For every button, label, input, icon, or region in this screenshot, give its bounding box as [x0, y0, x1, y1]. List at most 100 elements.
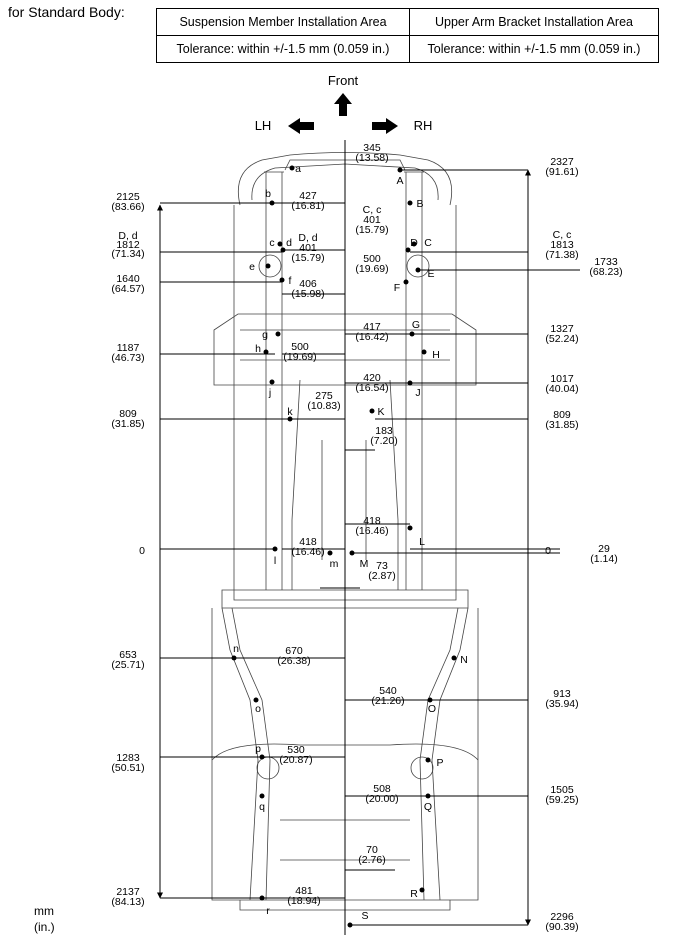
- right-axis-in: (40.04): [545, 383, 578, 395]
- point-label-rh: K: [377, 406, 384, 418]
- right-axis-mm: 1813: [550, 239, 574, 251]
- point-label-rh: H: [432, 349, 440, 361]
- dimension-in: (16.42): [355, 331, 388, 343]
- point-label-rh: F: [394, 282, 400, 294]
- point-label-rh: O: [428, 703, 436, 715]
- right-axis-in: (52.24): [545, 333, 578, 345]
- dimension-in: (10.83): [307, 400, 340, 412]
- dimension-in: (16.46): [355, 525, 388, 537]
- point-label-lh: c: [269, 237, 274, 249]
- right-axis-mm: 1505: [550, 784, 574, 796]
- left-axis-mm: 2137: [116, 886, 140, 898]
- right-axis-in: (68.23): [589, 266, 622, 278]
- left-axis-in: (71.34): [111, 248, 144, 260]
- dimension-mm: 540: [379, 685, 397, 697]
- left-axis-in: (83.66): [111, 201, 144, 213]
- dimension-mm: 500: [291, 341, 309, 353]
- dimension-mm: 70: [366, 844, 378, 856]
- left-axis-point-label: D, d: [118, 230, 137, 242]
- point-label-rh: C: [424, 237, 432, 249]
- point-marker: [409, 331, 415, 337]
- dimension-mm: 417: [363, 321, 381, 333]
- dimension-lines: [160, 169, 580, 926]
- dimension-mm: 183: [375, 425, 393, 437]
- right-axis-mm: 913: [553, 688, 571, 700]
- right-axis-mm: 1017: [550, 373, 574, 385]
- rh-label: RH: [414, 118, 433, 133]
- dimension-mm: 275: [315, 390, 333, 402]
- dimension-mm: 670: [285, 645, 303, 657]
- point-label-lh: q: [259, 801, 265, 813]
- point-marker: [421, 349, 427, 355]
- point-label-rh: G: [412, 319, 420, 331]
- left-axis-in: (25.71): [111, 659, 144, 671]
- point-marker: [407, 200, 413, 206]
- point-label-rh: L: [419, 536, 425, 548]
- right-axis-mm: 809: [553, 409, 571, 421]
- point-marker: [287, 416, 293, 422]
- point-label-lh: e: [249, 261, 255, 273]
- point-marker: [425, 793, 431, 799]
- point-marker: [259, 895, 265, 901]
- dimension-in: (19.69): [355, 263, 388, 275]
- point-marker: [263, 349, 269, 355]
- right-axis-point-label: C, c: [553, 229, 572, 241]
- point-marker: [327, 550, 333, 556]
- upper-arm-bracket-heading: Upper Arm Bracket Installation Area: [409, 8, 659, 36]
- reference-lines: [157, 140, 531, 935]
- point-marker: [403, 279, 409, 285]
- right-axis-in: (1.14): [590, 553, 617, 565]
- dimension-in: (16.81): [291, 200, 324, 212]
- right-axis-in: (35.94): [545, 698, 578, 710]
- point-marker: [419, 887, 425, 893]
- right-axis-in: (71.38): [545, 249, 578, 261]
- right-axis-mm: 1327: [550, 323, 574, 335]
- left-axis-labels: 2125(83.66)D, d1812(71.34)1640(64.57)118…: [111, 191, 145, 908]
- point-marker: [427, 697, 433, 703]
- dimension-mm: 345: [363, 142, 381, 154]
- dimension-in: (26.38): [277, 655, 310, 667]
- point-label-lh: b: [265, 188, 271, 200]
- point-label-lh: g: [262, 329, 268, 341]
- point-label-lh: n: [233, 643, 239, 655]
- point-label-rh: E: [427, 268, 434, 280]
- point-marker: [451, 655, 457, 661]
- dimension-mm: 401: [299, 242, 317, 254]
- right-axis-in: (31.85): [545, 419, 578, 431]
- point-marker: [259, 793, 265, 799]
- dimension-in: (2.76): [358, 854, 385, 866]
- point-marker: [411, 241, 417, 247]
- dimension-mm: 418: [363, 515, 381, 527]
- point-label-lh: a: [295, 163, 301, 175]
- dimension-in: (16.54): [355, 382, 388, 394]
- point-marker: [407, 380, 413, 386]
- point-label-rh: J: [415, 387, 420, 399]
- point-marker: [269, 200, 275, 206]
- body-type-label: for Standard Body:: [8, 4, 125, 20]
- dimension-in: (13.58): [355, 152, 388, 164]
- right-axis-mm: 29: [598, 543, 610, 555]
- dimension-in: (15.98): [291, 288, 324, 300]
- point-label-lh: f: [289, 275, 292, 287]
- point-marker: [231, 655, 237, 661]
- tolerance-table: Suspension Member Installation Area Uppe…: [156, 8, 659, 63]
- point-marker: [253, 697, 259, 703]
- point-label-lh: k: [287, 406, 293, 418]
- left-axis-mm: 2125: [116, 191, 140, 203]
- unit-mm: mm: [34, 904, 54, 918]
- lh-label: LH: [255, 118, 272, 133]
- point-label-rh: R: [410, 888, 418, 900]
- unit-in: (in.): [34, 920, 55, 934]
- point-marker: [275, 331, 281, 337]
- point-marker: [280, 247, 286, 253]
- front-arrow-icon: [334, 93, 352, 116]
- left-axis-mm: 1187: [117, 342, 140, 354]
- point-marker: [265, 263, 271, 269]
- dimension-mm: 406: [299, 278, 317, 290]
- point-label-lh: l: [274, 555, 276, 567]
- point-marker: [347, 922, 353, 928]
- point-marker: [405, 247, 411, 253]
- dimension-mm: 530: [287, 744, 305, 756]
